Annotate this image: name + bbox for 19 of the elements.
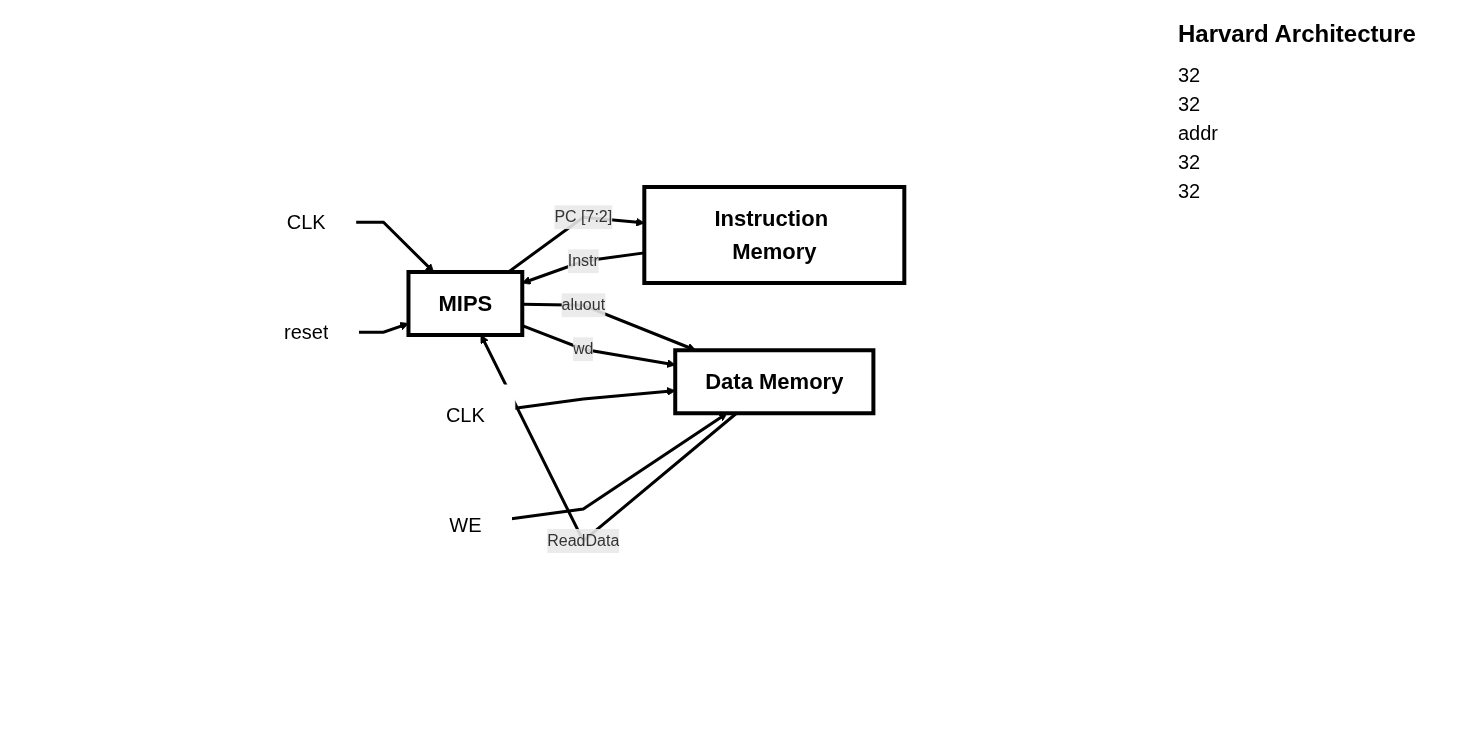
arrow <box>355 220 434 272</box>
node-text: reset <box>283 320 329 343</box>
edge-label: aluout <box>561 295 605 313</box>
node-box: MIPS <box>406 269 525 337</box>
edge-label: ReadData <box>547 531 620 549</box>
bus-width-label: 32 <box>1178 151 1202 174</box>
edge-label: Instr <box>567 251 599 269</box>
node-box: Data Memory <box>673 347 876 415</box>
node-box: Instruction Memory <box>642 184 907 285</box>
diagram-title: Harvard Architecture <box>1178 20 1417 48</box>
bus-width-label: 32 <box>1178 64 1202 87</box>
bus-width-label: 32 <box>1178 180 1202 203</box>
edge-label: wd <box>572 339 594 357</box>
node-text: CLK <box>286 210 326 233</box>
arrow <box>511 412 728 520</box>
bus-width-label: 32 <box>1178 93 1202 116</box>
bus-width-label: addr <box>1178 122 1220 145</box>
node-text: WE <box>449 513 482 536</box>
edge-label: PC [7:2] <box>554 207 613 225</box>
